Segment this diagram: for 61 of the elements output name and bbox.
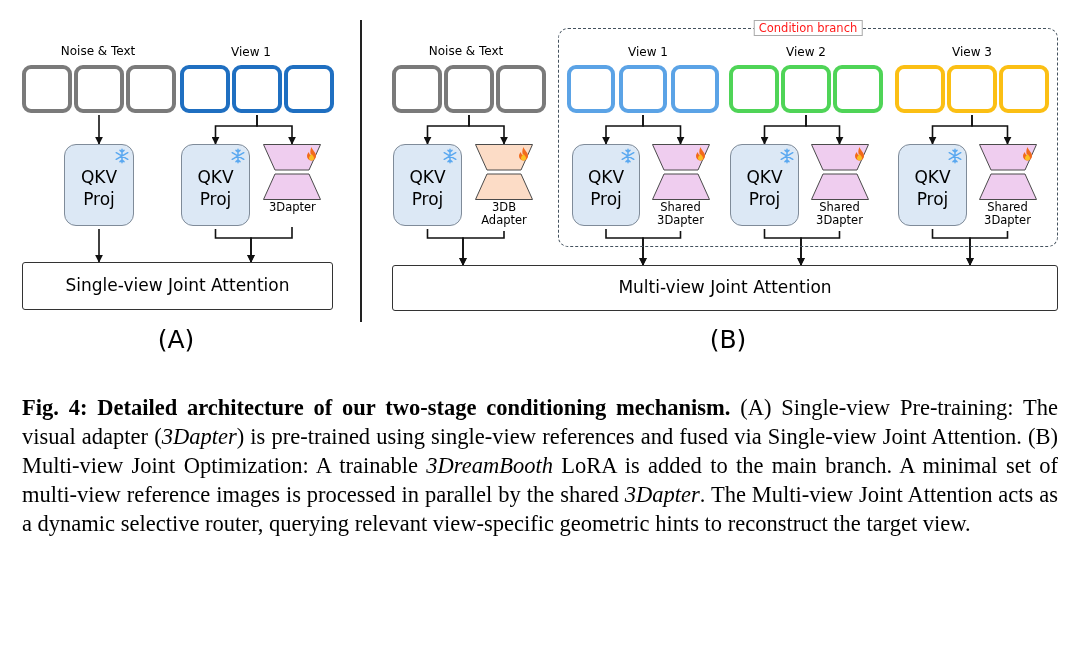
token-group-label: View 1 (628, 44, 668, 61)
arrow (459, 230, 505, 266)
adapter-label: 3Dapter (268, 201, 317, 214)
attention-box (392, 265, 1058, 311)
panel-label: (A) (157, 324, 195, 357)
qkv-box (730, 144, 799, 226)
token-square (729, 65, 779, 113)
arrow (639, 230, 682, 266)
adapter-label: Shared 3Dapter (815, 201, 864, 227)
box-label: QKV Proj (586, 166, 626, 210)
token-square (284, 65, 334, 113)
box-label: QKV Proj (913, 166, 952, 210)
group-heading: Condition branch (753, 20, 863, 36)
qkv-box (393, 144, 462, 226)
arrow (797, 230, 841, 266)
arrow (642, 114, 685, 145)
token-group-label: View 3 (952, 44, 992, 61)
token-square (781, 65, 831, 113)
token-group-label: Noise & Text (428, 43, 504, 60)
box-label: Multi-view Joint Attention (618, 276, 832, 300)
token-square (567, 65, 615, 113)
token-square (619, 65, 667, 113)
token-square (671, 65, 719, 113)
box-label: QKV Proj (196, 166, 235, 210)
arrow (95, 114, 103, 145)
qkv-box (572, 144, 640, 226)
arrow (247, 226, 293, 263)
arrow (256, 114, 296, 145)
token-square (999, 65, 1049, 113)
adapter-label: 3DB Adapter (480, 201, 528, 227)
figure-caption: Fig. 4: Detailed architecture of our two-stage conditioning mechanism. (A) Single-view Pre-training: The visual adapter (3Dapter) is pre-trained using single-view references and fused via Single-view Joint Attention. (B) Multi-view Joint Optimization: A trainable 3DreamBooth LoRA is added to the main branch. A minimal set of multi-view reference images is processed in parallel by the shared 3Dapter. The Multi-view Joint Attention acts as a dynamic selective router, querying relevant view-specific geometric hints to reconstruct the target view. (22, 394, 1058, 538)
token-square (833, 65, 883, 113)
arrow (95, 228, 103, 263)
token-square (22, 65, 72, 113)
arrow (468, 114, 508, 145)
box-label: QKV Proj (745, 166, 784, 210)
token-square (74, 65, 124, 113)
adapter-label: Shared 3Dapter (983, 201, 1032, 227)
box-label: Single-view Joint Attention (65, 274, 290, 298)
token-square (180, 65, 230, 113)
box-label: QKV Proj (408, 166, 447, 210)
token-square (947, 65, 997, 113)
token-square (895, 65, 945, 113)
arrow (966, 230, 1009, 266)
token-group-label: Noise & Text (60, 43, 136, 60)
qkv-box (898, 144, 967, 226)
token-square (232, 65, 282, 113)
arrow (805, 114, 844, 145)
qkv-box (181, 144, 250, 226)
token-square (392, 65, 442, 113)
token-square (496, 65, 546, 113)
attention-box (22, 262, 333, 310)
token-square (126, 65, 176, 113)
panel-label: (B) (709, 324, 747, 357)
box-label: QKV Proj (79, 166, 119, 210)
token-square (444, 65, 494, 113)
qkv-box (64, 144, 134, 226)
token-group-label: View 1 (231, 44, 271, 61)
token-group-label: View 2 (786, 44, 826, 61)
adapter-label: Shared 3Dapter (656, 201, 705, 227)
arrow (971, 114, 1012, 145)
